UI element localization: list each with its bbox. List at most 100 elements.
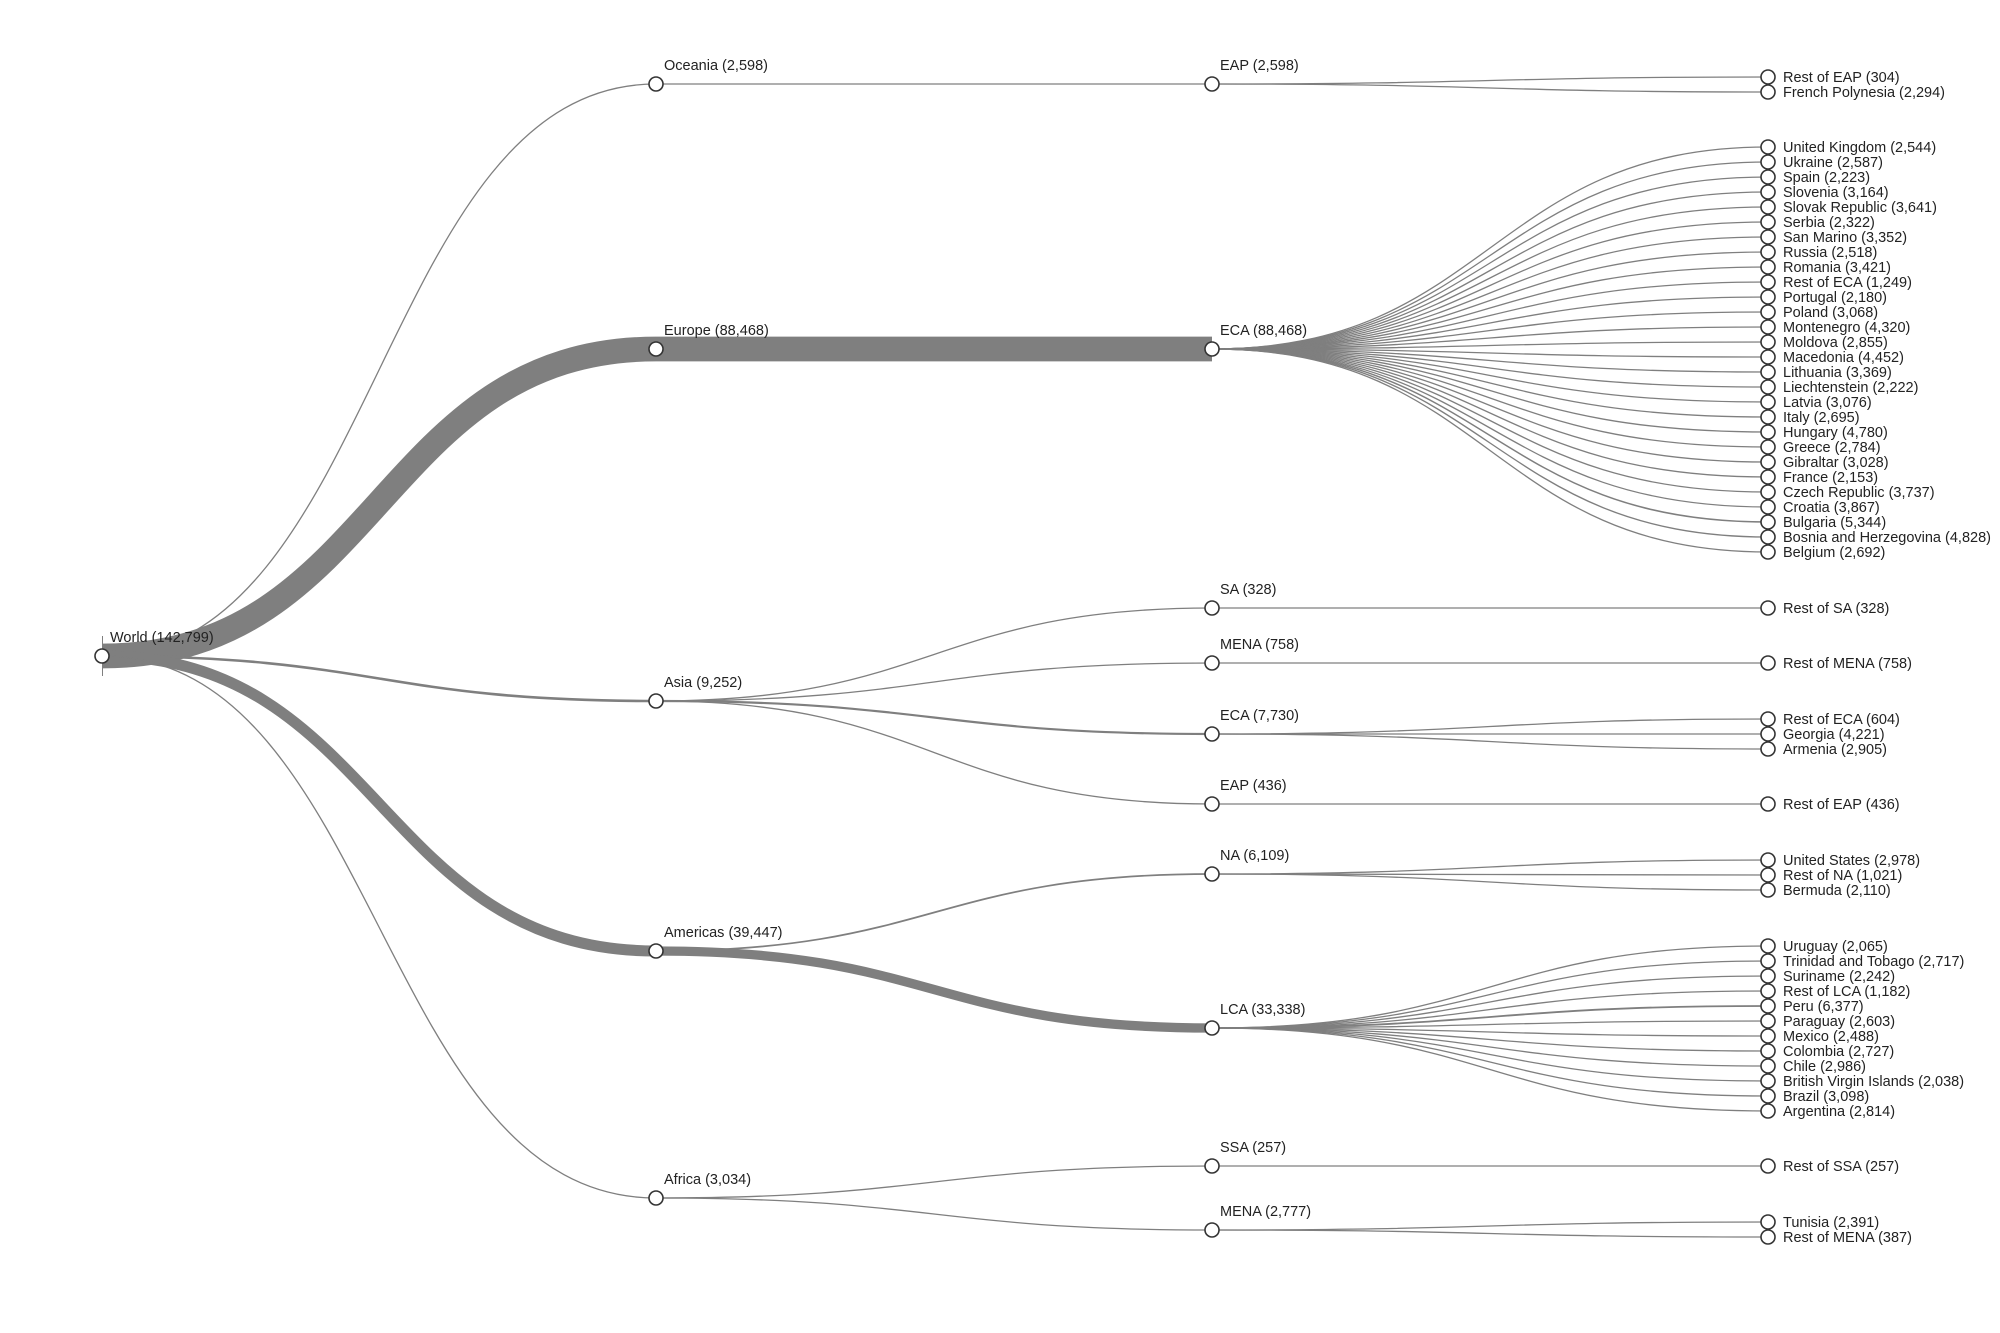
leaf-node[interactable]: Croatia (3,867) <box>1760 499 1880 516</box>
leaf-node[interactable]: Rest of ECA (1,249) <box>1760 274 1912 291</box>
node-circle[interactable] <box>1760 796 1776 812</box>
subregion-node[interactable]: LCA (33,338) <box>1204 1002 1305 1036</box>
leaf-node[interactable]: Rest of EAP (304) <box>1760 69 1900 86</box>
node-circle[interactable] <box>648 1190 664 1206</box>
leaf-node[interactable]: Bulgaria (5,344) <box>1760 514 1886 531</box>
node-circle[interactable] <box>1760 454 1776 470</box>
leaf-node[interactable]: Moldova (2,855) <box>1760 334 1888 351</box>
node-circle[interactable] <box>1760 968 1776 984</box>
leaf-node[interactable]: British Virgin Islands (2,038) <box>1760 1073 1964 1090</box>
leaf-node[interactable]: Romania (3,421) <box>1760 259 1891 276</box>
leaf-node[interactable]: Ukraine (2,587) <box>1760 154 1883 171</box>
leaf-node[interactable]: Rest of MENA (387) <box>1760 1229 1912 1246</box>
node-circle[interactable] <box>1760 983 1776 999</box>
node-circle[interactable] <box>1760 379 1776 395</box>
leaf-node[interactable]: Uruguay (2,065) <box>1760 938 1888 955</box>
node-circle[interactable] <box>1760 394 1776 410</box>
leaf-node[interactable]: Spain (2,223) <box>1760 169 1870 186</box>
leaf-node[interactable]: Rest of SA (328) <box>1760 600 1889 617</box>
leaf-node[interactable]: Georgia (4,221) <box>1760 726 1885 743</box>
subregion-node[interactable]: SSA (257) <box>1204 1140 1286 1174</box>
subregion-node[interactable]: ECA (88,468) <box>1204 323 1307 357</box>
node-circle[interactable] <box>1760 1158 1776 1174</box>
node-circle[interactable] <box>1760 998 1776 1014</box>
leaf-node[interactable]: Rest of NA (1,021) <box>1760 867 1902 884</box>
leaf-node[interactable]: Italy (2,695) <box>1760 409 1860 426</box>
leaf-node[interactable]: San Marino (3,352) <box>1760 229 1907 246</box>
leaf-node[interactable]: Rest of ECA (604) <box>1760 711 1900 728</box>
node-circle[interactable] <box>1760 229 1776 245</box>
leaf-node[interactable]: Slovak Republic (3,641) <box>1760 199 1937 216</box>
node-circle[interactable] <box>1760 334 1776 350</box>
leaf-node[interactable]: Trinidad and Tobago (2,717) <box>1760 953 1964 970</box>
leaf-node[interactable]: Colombia (2,727) <box>1760 1043 1894 1060</box>
leaf-node[interactable]: Serbia (2,322) <box>1760 214 1875 231</box>
node-circle[interactable] <box>1760 154 1776 170</box>
subregion-node[interactable]: ECA (7,730) <box>1204 708 1299 742</box>
leaf-node[interactable]: Chile (2,986) <box>1760 1058 1866 1075</box>
node-circle[interactable] <box>1204 726 1220 742</box>
node-circle[interactable] <box>648 341 664 357</box>
leaf-node[interactable]: Belgium (2,692) <box>1760 544 1885 561</box>
subregion-node[interactable]: EAP (436) <box>1204 778 1287 812</box>
node-circle[interactable] <box>1204 1158 1220 1174</box>
node-circle[interactable] <box>1204 866 1220 882</box>
leaf-node[interactable]: Russia (2,518) <box>1760 244 1877 261</box>
node-circle[interactable] <box>1760 214 1776 230</box>
node-circle[interactable] <box>1760 199 1776 215</box>
leaf-node[interactable]: Gibraltar (3,028) <box>1760 454 1889 471</box>
node-circle[interactable] <box>1760 544 1776 560</box>
node-circle[interactable] <box>1760 169 1776 185</box>
region-node[interactable]: Europe (88,468) <box>648 323 769 357</box>
subregion-node[interactable]: MENA (758) <box>1204 637 1299 671</box>
subregion-node[interactable]: EAP (2,598) <box>1204 58 1299 92</box>
leaf-node[interactable]: France (2,153) <box>1760 469 1878 486</box>
leaf-node[interactable]: Poland (3,068) <box>1760 304 1878 321</box>
node-circle[interactable] <box>1204 600 1220 616</box>
leaf-node[interactable]: Brazil (3,098) <box>1760 1088 1869 1105</box>
leaf-node[interactable]: United States (2,978) <box>1760 852 1920 869</box>
node-circle[interactable] <box>1760 711 1776 727</box>
leaf-node[interactable]: French Polynesia (2,294) <box>1760 84 1945 101</box>
node-circle[interactable] <box>1760 529 1776 545</box>
node-circle[interactable] <box>1760 1088 1776 1104</box>
node-circle[interactable] <box>1760 1043 1776 1059</box>
leaf-node[interactable]: Rest of MENA (758) <box>1760 655 1912 672</box>
node-circle[interactable] <box>1204 341 1220 357</box>
node-circle[interactable] <box>1760 184 1776 200</box>
node-circle[interactable] <box>1760 139 1776 155</box>
node-circle[interactable] <box>94 648 110 664</box>
node-circle[interactable] <box>1760 1103 1776 1119</box>
region-node[interactable]: Africa (3,034) <box>648 1172 751 1206</box>
leaf-node[interactable]: Greece (2,784) <box>1760 439 1881 456</box>
node-circle[interactable] <box>1760 882 1776 898</box>
leaf-node[interactable]: Hungary (4,780) <box>1760 424 1888 441</box>
node-circle[interactable] <box>1760 1013 1776 1029</box>
leaf-node[interactable]: Lithuania (3,369) <box>1760 364 1892 381</box>
node-circle[interactable] <box>1760 289 1776 305</box>
node-circle[interactable] <box>1760 364 1776 380</box>
node-circle[interactable] <box>648 76 664 92</box>
leaf-node[interactable]: Slovenia (3,164) <box>1760 184 1889 201</box>
node-circle[interactable] <box>1760 304 1776 320</box>
node-circle[interactable] <box>1760 741 1776 757</box>
node-circle[interactable] <box>1760 484 1776 500</box>
node-circle[interactable] <box>1204 1222 1220 1238</box>
leaf-node[interactable]: Montenegro (4,320) <box>1760 319 1910 336</box>
node-circle[interactable] <box>1760 409 1776 425</box>
leaf-node[interactable]: Bosnia and Herzegovina (4,828) <box>1760 529 1991 546</box>
node-circle[interactable] <box>1760 84 1776 100</box>
leaf-node[interactable]: Liechtenstein (2,222) <box>1760 379 1918 396</box>
node-circle[interactable] <box>1204 1020 1220 1036</box>
leaf-node[interactable]: Paraguay (2,603) <box>1760 1013 1895 1030</box>
node-circle[interactable] <box>1204 796 1220 812</box>
leaf-node[interactable]: Armenia (2,905) <box>1760 741 1887 758</box>
node-circle[interactable] <box>1760 1058 1776 1074</box>
node-circle[interactable] <box>1204 76 1220 92</box>
region-node[interactable]: Americas (39,447) <box>648 925 782 959</box>
leaf-node[interactable]: Peru (6,377) <box>1760 998 1864 1015</box>
leaf-node[interactable]: Suriname (2,242) <box>1760 968 1895 985</box>
node-circle[interactable] <box>1760 244 1776 260</box>
node-circle[interactable] <box>1760 319 1776 335</box>
leaf-node[interactable]: United Kingdom (2,544) <box>1760 139 1936 156</box>
